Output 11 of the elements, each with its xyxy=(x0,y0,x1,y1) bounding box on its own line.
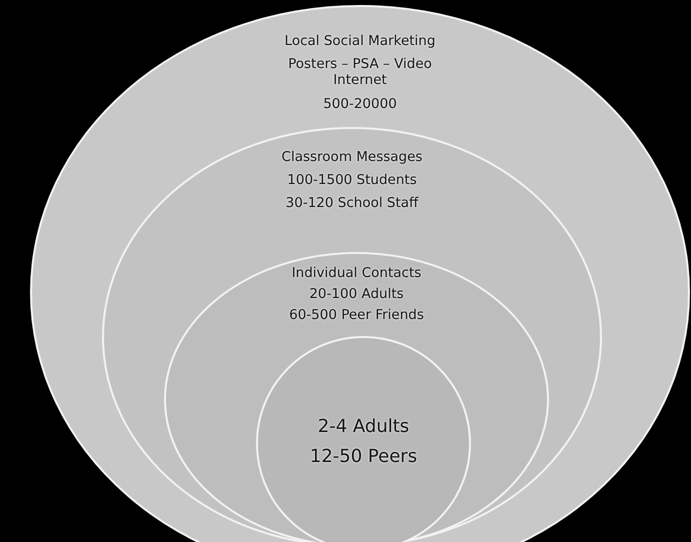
region-heading: Classroom Messages xyxy=(282,149,422,166)
region-text: 100-1500 Students xyxy=(287,172,417,188)
region-text: 60-500 Peer Friends xyxy=(289,307,424,324)
region-text: 30-120 School Staff xyxy=(286,195,418,212)
region-text: 20-100 Adults xyxy=(309,286,404,302)
region-heading: Individual Contacts xyxy=(292,265,422,282)
region-text: 500-20000 xyxy=(323,96,397,112)
region-heading: Local Social Marketing xyxy=(284,33,436,50)
region-text: 12-50 Peers xyxy=(310,446,418,468)
region-heading: 2-4 Adults xyxy=(318,416,410,438)
region-text: Posters – PSA – Video Internet xyxy=(287,56,433,89)
